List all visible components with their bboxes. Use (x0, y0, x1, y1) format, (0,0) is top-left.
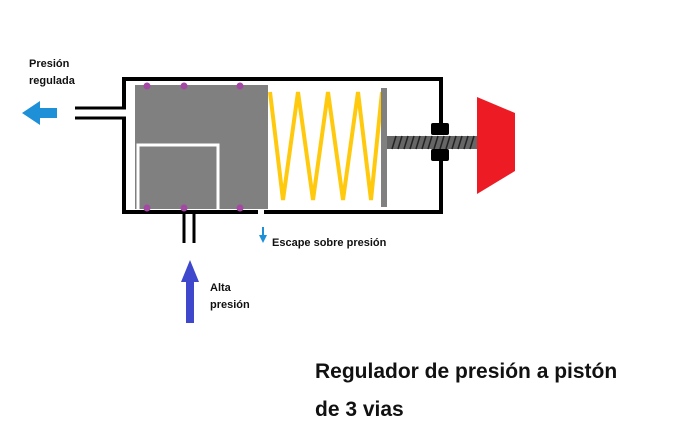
arrow-down-icon (259, 227, 267, 243)
adjusting-knob (477, 97, 515, 194)
arrow-left-icon (22, 101, 57, 125)
piston (135, 85, 268, 209)
adjusting-screw (387, 135, 477, 150)
arrow-up-icon (181, 260, 199, 323)
diagram-title-line1: Regulador de presión a pistón (315, 360, 618, 383)
regulated-pressure-label-line2: regulada (29, 75, 75, 87)
screw-nut (431, 123, 449, 161)
piston-seals (143, 82, 244, 212)
inlet-tube (182, 212, 196, 243)
outlet-tube (75, 106, 126, 120)
regulator-housing (122, 77, 443, 214)
high-pressure-label-line1: Alta (210, 282, 231, 294)
high-pressure-label-line2: presión (210, 299, 250, 311)
regulated-pressure-label: Presión regulada (29, 56, 75, 90)
overpressure-exhaust-label: Escape sobre presión (272, 237, 387, 249)
regulated-pressure-label-line1: Presión (29, 58, 70, 70)
spring (268, 91, 384, 201)
high-pressure-label: Alta presión (210, 280, 250, 314)
spring-plate (381, 88, 387, 207)
diagram-title-line2: de 3 vias (315, 398, 404, 421)
